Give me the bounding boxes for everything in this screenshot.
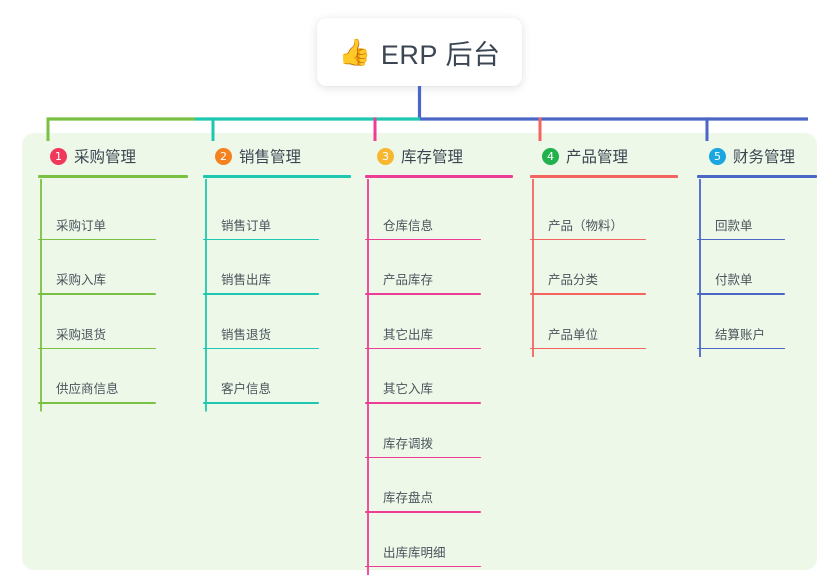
branch-item-underline <box>365 402 481 404</box>
branch-item-underline <box>38 293 156 295</box>
branch-title: 产品管理 <box>566 149 629 166</box>
branch-item-underline <box>203 238 319 241</box>
branch-item[interactable]: 产品（物料） <box>530 215 646 241</box>
branch-underline <box>697 175 817 178</box>
branch-column-1: 1 采购管理采购订单采购入库采购退货供应商信息 <box>38 145 188 404</box>
branch-header-4[interactable]: 4 产品管理 <box>530 145 678 167</box>
branch-item-label: 销售订单 <box>221 218 272 233</box>
branch-item-label: 产品（物料） <box>548 218 624 233</box>
branch-item[interactable]: 产品分类 <box>530 269 646 295</box>
root-node-title: ERP 后台 <box>380 39 501 70</box>
branch-item-label: 采购退货 <box>56 327 107 342</box>
branch-item-underline <box>697 238 785 241</box>
branch-item-label: 仓库信息 <box>383 218 434 233</box>
branch-item[interactable]: 客户信息 <box>203 378 319 404</box>
branch-item-underline <box>38 238 156 241</box>
root-node-card[interactable]: 👍 ERP 后台 <box>317 18 522 86</box>
branch-item-underline <box>697 293 785 295</box>
branch-title: 采购管理 <box>74 149 137 166</box>
branch-item-label: 供应商信息 <box>56 382 119 396</box>
branch-item-underline <box>697 347 785 350</box>
branch-item-list: 销售订单销售出库销售退货客户信息 <box>203 178 351 404</box>
branch-item-underline <box>530 238 646 241</box>
branch-number-badge: 3 <box>377 147 394 165</box>
branch-item-underline <box>530 293 646 295</box>
branch-item-underline <box>365 347 481 350</box>
branch-item-underline <box>203 347 319 350</box>
branch-item-label: 客户信息 <box>221 382 272 396</box>
branch-item-label: 回款单 <box>715 218 753 233</box>
branch-item[interactable]: 结算账户 <box>697 324 785 350</box>
branch-item-label: 出库库明细 <box>383 545 446 560</box>
branch-item[interactable]: 供应商信息 <box>38 378 156 404</box>
branch-item[interactable]: 库存调拨 <box>365 433 481 459</box>
branch-column-4: 4 产品管理产品（物料） 产品分类产品单位 <box>530 145 678 350</box>
branch-item-list: 产品（物料） 产品分类产品单位 <box>530 178 678 350</box>
branch-item[interactable]: 仓库信息 <box>365 215 481 241</box>
branch-underline <box>365 175 513 178</box>
branch-item-underline <box>365 293 481 295</box>
branch-number-badge: 2 <box>215 147 232 165</box>
branch-item[interactable]: 出库库明细 <box>365 542 481 568</box>
branch-item[interactable]: 采购退货 <box>38 324 156 350</box>
branch-column-5: 5 财务管理回款单付款单结算账户 <box>697 145 817 350</box>
branch-column-2: 2 销售管理销售订单销售出库销售退货客户信息 <box>203 145 351 404</box>
branch-item-underline <box>365 238 481 241</box>
branch-item-list: 仓库信息产品库存其它出库其它入库库存调拨库存盘点出库库明细 <box>365 178 513 568</box>
branch-item-label: 产品分类 <box>548 273 599 287</box>
branch-item[interactable]: 回款单 <box>697 215 785 241</box>
branch-item[interactable]: 产品单位 <box>530 324 646 350</box>
branch-item-label: 销售退货 <box>221 327 272 342</box>
branch-item-underline <box>530 347 646 350</box>
branch-header-3[interactable]: 3 库存管理 <box>365 145 513 167</box>
branch-number-badge: 4 <box>542 147 559 165</box>
branch-header-5[interactable]: 5 财务管理 <box>697 145 817 167</box>
branch-item[interactable]: 库存盘点 <box>365 487 481 513</box>
branch-item-underline <box>203 402 319 404</box>
branch-item[interactable]: 采购入库 <box>38 269 156 295</box>
branch-item-label: 产品库存 <box>383 273 434 287</box>
branch-item[interactable]: 销售退货 <box>203 324 319 350</box>
branch-number-badge: 5 <box>709 147 726 165</box>
branch-item-list: 采购订单采购入库采购退货供应商信息 <box>38 178 188 404</box>
branch-title: 库存管理 <box>401 149 464 166</box>
branch-item[interactable]: 其它入库 <box>365 378 481 404</box>
branch-header-2[interactable]: 2 销售管理 <box>203 145 351 167</box>
branch-item[interactable]: 采购订单 <box>38 215 156 241</box>
branch-item-label: 采购订单 <box>56 218 107 233</box>
branch-item-underline <box>38 402 156 404</box>
branch-item-label: 销售出库 <box>221 273 272 287</box>
branch-item[interactable]: 销售出库 <box>203 269 319 295</box>
branch-column-3: 3 库存管理仓库信息产品库存其它出库其它入库库存调拨库存盘点出库库明细 <box>365 145 513 568</box>
branch-item-underline <box>203 293 319 295</box>
branch-item[interactable]: 销售订单 <box>203 215 319 241</box>
branch-item[interactable]: 其它出库 <box>365 324 481 350</box>
branch-title: 销售管理 <box>239 149 302 166</box>
branch-item-label: 库存盘点 <box>383 491 434 505</box>
branch-number-badge: 1 <box>50 147 67 165</box>
branch-item-label: 采购入库 <box>56 273 107 287</box>
branch-item-label: 结算账户 <box>715 327 766 342</box>
branch-item-label: 付款单 <box>715 273 753 287</box>
branch-item-underline <box>365 565 481 568</box>
branch-title: 财务管理 <box>733 149 796 166</box>
branch-item-label: 其它入库 <box>383 382 434 396</box>
branch-underline <box>38 175 188 178</box>
branch-item-underline <box>365 511 481 513</box>
thumbs-up-icon: 👍 <box>338 37 371 67</box>
diagram-panel <box>22 133 817 570</box>
branch-item-underline <box>365 456 481 459</box>
branch-item-label: 库存调拨 <box>383 436 434 451</box>
branch-item[interactable]: 付款单 <box>697 269 785 295</box>
branch-item-label: 产品单位 <box>548 327 599 342</box>
branch-item-list: 回款单付款单结算账户 <box>697 178 817 350</box>
branch-item-label: 其它出库 <box>383 327 434 342</box>
branch-underline <box>203 175 351 178</box>
branch-header-1[interactable]: 1 采购管理 <box>38 145 188 167</box>
branch-underline <box>530 175 678 178</box>
branch-item[interactable]: 产品库存 <box>365 269 481 295</box>
branch-item-underline <box>38 347 156 350</box>
